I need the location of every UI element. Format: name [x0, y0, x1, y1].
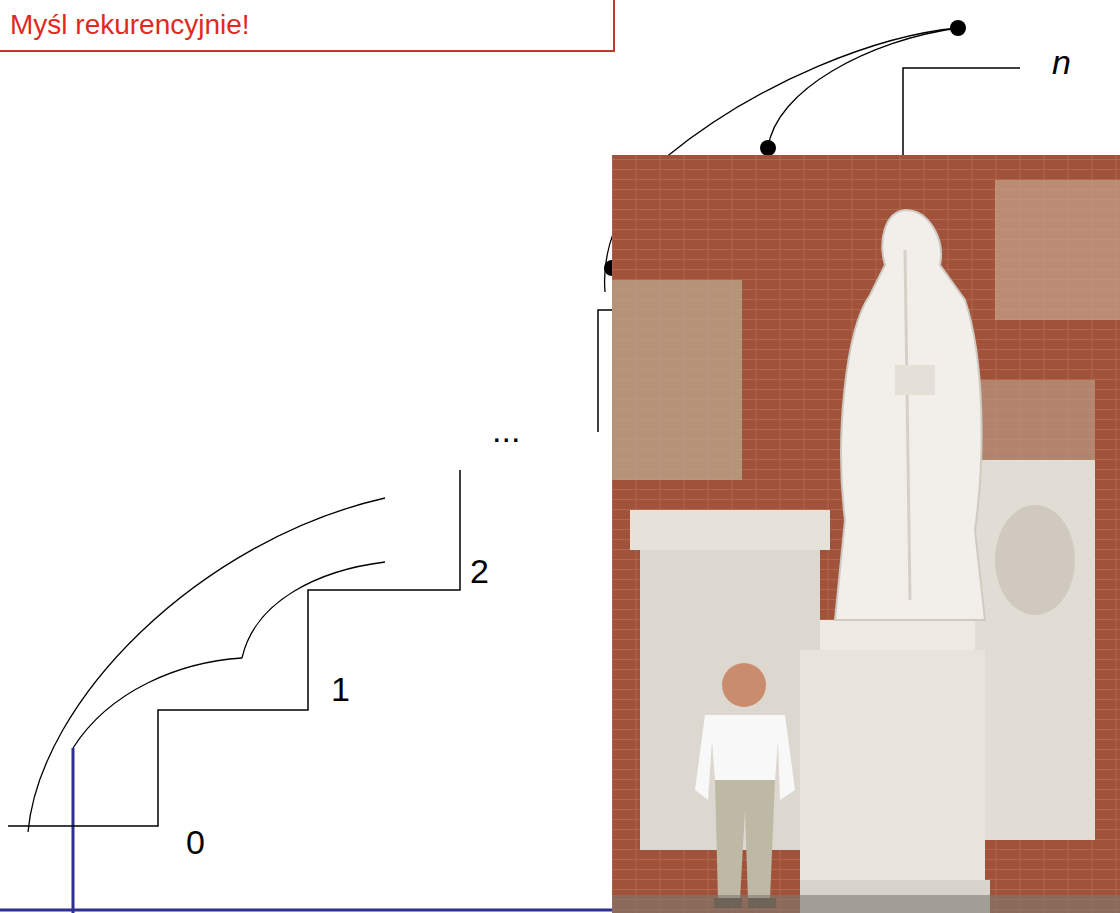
dot	[760, 140, 776, 156]
step-number: 1	[331, 671, 350, 708]
jump-arc	[73, 658, 242, 748]
callout-box: Myśl rekurencyjnie!	[0, 0, 615, 52]
step-number: 2	[470, 553, 489, 590]
jump-arc	[665, 28, 958, 158]
stairs	[903, 68, 1020, 160]
stairs	[8, 470, 460, 826]
step-number: n	[1052, 44, 1071, 81]
step-number: ...	[492, 412, 520, 449]
jump-arc	[242, 562, 385, 658]
frame-line	[72, 748, 75, 913]
frame-line	[0, 909, 620, 912]
step-number: 0	[186, 824, 205, 861]
jump-arc	[28, 498, 385, 832]
jump-arc	[768, 28, 958, 148]
dot	[950, 20, 966, 36]
callout-text: Myśl rekurencyjnie!	[10, 8, 603, 42]
statue-photo	[612, 155, 1120, 913]
